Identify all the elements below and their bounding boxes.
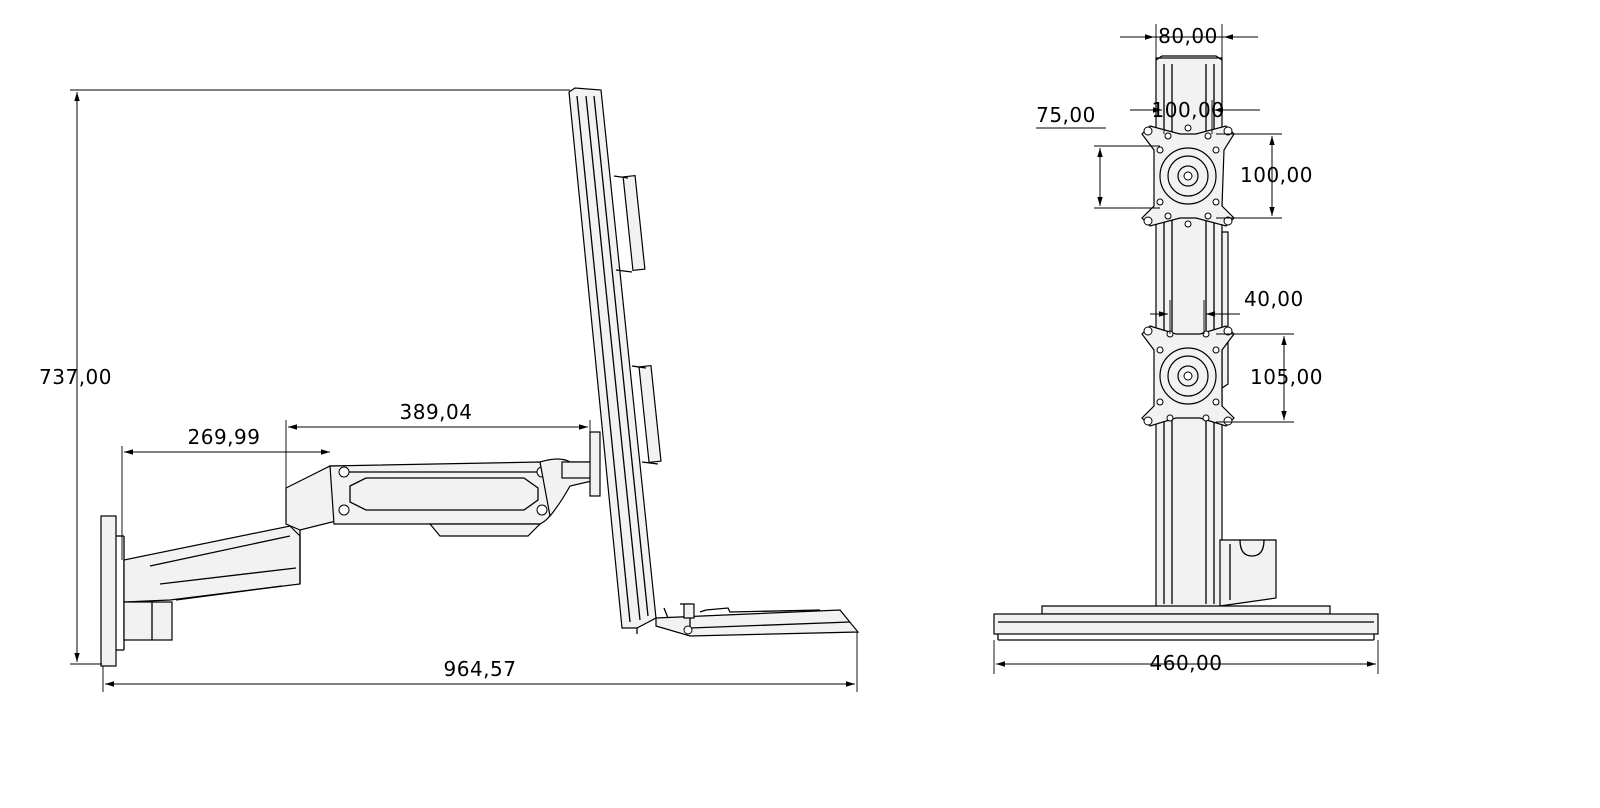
dim-pole-width: 80,00 — [1120, 24, 1258, 48]
vesa-plate-bottom — [1141, 325, 1235, 427]
dim-vesa-bottom-vertical: 105,00 — [1250, 336, 1323, 420]
front-view: 80,00 75,00 100,00 100,00 40,00 105,00 4… — [993, 24, 1379, 675]
front-extension-lines — [993, 24, 1379, 674]
wall-plate — [100, 515, 125, 667]
dim-vesa-top-horizontal-label: 100,00 — [1152, 98, 1225, 122]
dim-total-depth-label: 964,57 — [444, 657, 517, 681]
monitor-side — [568, 87, 662, 634]
lower-arm — [123, 465, 341, 641]
dim-vesa-bottom-vertical-label: 105,00 — [1250, 365, 1323, 389]
dim-plate-offset-label: 40,00 — [1244, 287, 1304, 311]
dim-arm-upper: 389,04 — [288, 400, 588, 430]
dim-vesa-hole-horizontal-label: 75,00 — [1036, 103, 1096, 127]
dim-vesa-top-vertical-label: 100,00 — [1240, 163, 1313, 187]
upper-arm — [329, 431, 601, 537]
dim-vesa-top-vertical: 100,00 — [1240, 136, 1313, 216]
dim-vesa-hole-horizontal: 75,00 — [1036, 103, 1103, 206]
dim-base-width: 460,00 — [996, 651, 1376, 675]
dim-plate-offset: 40,00 — [1150, 287, 1304, 317]
dim-arm-lower-label: 269,99 — [188, 425, 261, 449]
base — [993, 605, 1379, 641]
dim-base-width-label: 460,00 — [1150, 651, 1223, 675]
keyboard-tray — [655, 603, 860, 637]
dim-height-label: 737,00 — [39, 365, 112, 389]
dim-pole-width-label: 80,00 — [1158, 24, 1218, 48]
dim-vesa-top-horizontal: 100,00 — [1130, 98, 1260, 122]
dim-arm-lower: 269,99 — [124, 425, 330, 455]
dim-height: 737,00 — [39, 92, 112, 662]
cable-clip — [1219, 539, 1277, 607]
vesa-plate-top — [1141, 124, 1235, 228]
side-view: 737,00 964,57 269,99 389,04 — [39, 87, 860, 692]
side-extension-lines — [70, 89, 858, 692]
dim-arm-upper-label: 389,04 — [400, 400, 473, 424]
dim-total-depth: 964,57 — [105, 657, 855, 687]
